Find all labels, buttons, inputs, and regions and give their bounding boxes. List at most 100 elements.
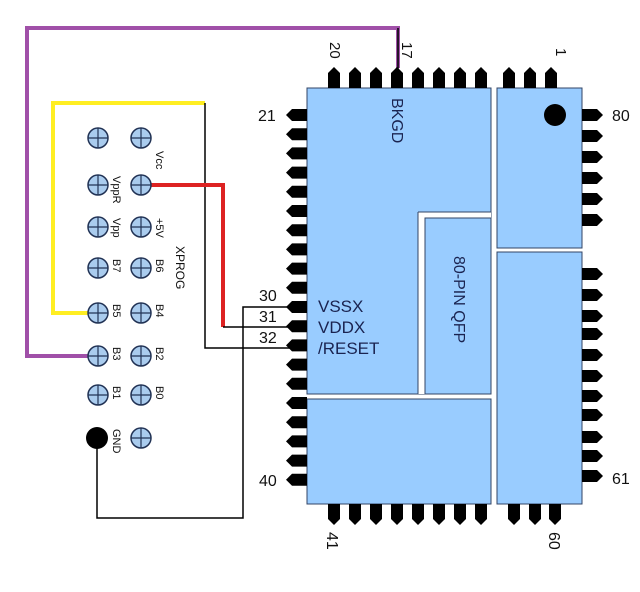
chip-pin <box>391 504 403 525</box>
signal-reset: /RESET <box>318 339 379 358</box>
pin-number-80: 80 <box>612 108 630 125</box>
pin-number-17: 17 <box>398 42 415 59</box>
pin-number-41: 41 <box>323 532 340 550</box>
chip-pin <box>286 109 307 121</box>
pin-number-30: 30 <box>259 288 277 305</box>
signal-vssx: VSSX <box>318 297 363 316</box>
chip-pin <box>328 67 340 88</box>
chip-pin <box>349 504 361 525</box>
header-label: Vcc <box>153 151 165 170</box>
header-pin[interactable] <box>87 384 109 406</box>
chip-pin <box>286 320 307 333</box>
chip-pin <box>454 67 466 88</box>
header-pin[interactable] <box>130 216 152 238</box>
header-label: B0 <box>153 386 165 399</box>
header-label: B6 <box>153 259 165 272</box>
chip-pin <box>286 262 307 275</box>
header-label: B4 <box>153 304 165 317</box>
pin1-indicator-dot <box>544 104 566 126</box>
chip-pin <box>582 328 603 340</box>
chip-block-bottom <box>306 398 492 505</box>
chip-pin <box>582 409 603 421</box>
chip-pin <box>433 67 445 88</box>
header-label: GND <box>110 429 122 454</box>
chip-pin <box>349 67 361 88</box>
chip-pin <box>286 128 307 141</box>
header-label: B5 <box>110 304 122 317</box>
chip-pin <box>582 268 603 280</box>
pin-number-61: 61 <box>612 471 630 488</box>
chip-pin <box>391 67 403 88</box>
chip-pin <box>582 450 603 462</box>
chip-pin <box>286 205 307 217</box>
header-pin[interactable] <box>87 345 109 367</box>
chip-pin <box>370 504 382 525</box>
header-pin[interactable] <box>130 345 152 367</box>
header-pin[interactable] <box>130 174 152 196</box>
chip-pin <box>582 109 603 121</box>
chip-pin <box>286 243 307 256</box>
header-pin-gnd[interactable] <box>86 427 108 449</box>
header-pin[interactable] <box>87 302 109 324</box>
qfp-chip <box>306 87 583 505</box>
chip-pin <box>582 172 603 184</box>
header-pin[interactable] <box>130 384 152 406</box>
chip-pin <box>286 166 307 179</box>
chip-pin <box>286 147 307 160</box>
pin-number-1: 1 <box>552 48 569 56</box>
chip-pin <box>412 67 424 88</box>
header-label: B7 <box>110 259 122 272</box>
chip-pin <box>433 504 445 525</box>
signal-vddx: VDDX <box>318 318 365 337</box>
chip-pin <box>286 435 307 448</box>
chip-pin <box>286 358 307 371</box>
chip-pin <box>286 185 307 198</box>
header-pin[interactable] <box>87 174 109 196</box>
header-pin[interactable] <box>130 127 152 149</box>
chip-pin <box>524 67 536 88</box>
header-label: VppR <box>110 176 122 204</box>
header-title: XPROG <box>173 246 187 289</box>
chip-pin <box>582 310 603 322</box>
header-label: Vpp <box>110 218 122 238</box>
chip-pin <box>328 504 340 525</box>
package-label: 80-PIN QFP <box>450 256 467 343</box>
header-label: B2 <box>153 347 165 360</box>
pin-number-40: 40 <box>259 473 277 490</box>
header-pin[interactable] <box>87 216 109 238</box>
chip-pin <box>582 390 603 402</box>
header-pin[interactable] <box>130 302 152 324</box>
chip-pin <box>475 67 487 88</box>
chip-pin <box>582 193 603 205</box>
chip-pin <box>286 473 307 486</box>
wire-yellow-reset <box>51 101 205 315</box>
chip-pin <box>286 281 307 294</box>
header-pin[interactable] <box>130 257 152 279</box>
chip-block-top-right <box>496 87 583 249</box>
chip-pin <box>582 470 603 482</box>
chip-pin <box>582 151 603 163</box>
header-pin[interactable] <box>130 427 152 449</box>
chip-pin <box>412 504 424 525</box>
wire-red-vddx <box>143 183 225 327</box>
chip-block-label <box>424 217 492 395</box>
wire-reset-lead <box>204 103 290 349</box>
chip-pin <box>582 130 603 142</box>
chip-pin <box>549 504 561 525</box>
chip-pin <box>286 416 307 429</box>
header-pin[interactable] <box>87 127 109 149</box>
header-pin[interactable] <box>87 257 109 279</box>
chip-pin <box>582 289 603 301</box>
pin-number-20: 20 <box>326 42 343 59</box>
pin-number-21: 21 <box>258 108 276 125</box>
chip-pin <box>286 397 307 409</box>
header-label: +5V <box>153 218 165 239</box>
bkgd-label: BKGD <box>388 98 405 143</box>
pin-number-60: 60 <box>545 532 562 550</box>
chip-pin <box>529 504 541 525</box>
chip-pin <box>454 504 466 525</box>
chip-pin <box>370 67 382 88</box>
chip-pin <box>582 349 603 361</box>
header-label: B3 <box>110 347 122 360</box>
